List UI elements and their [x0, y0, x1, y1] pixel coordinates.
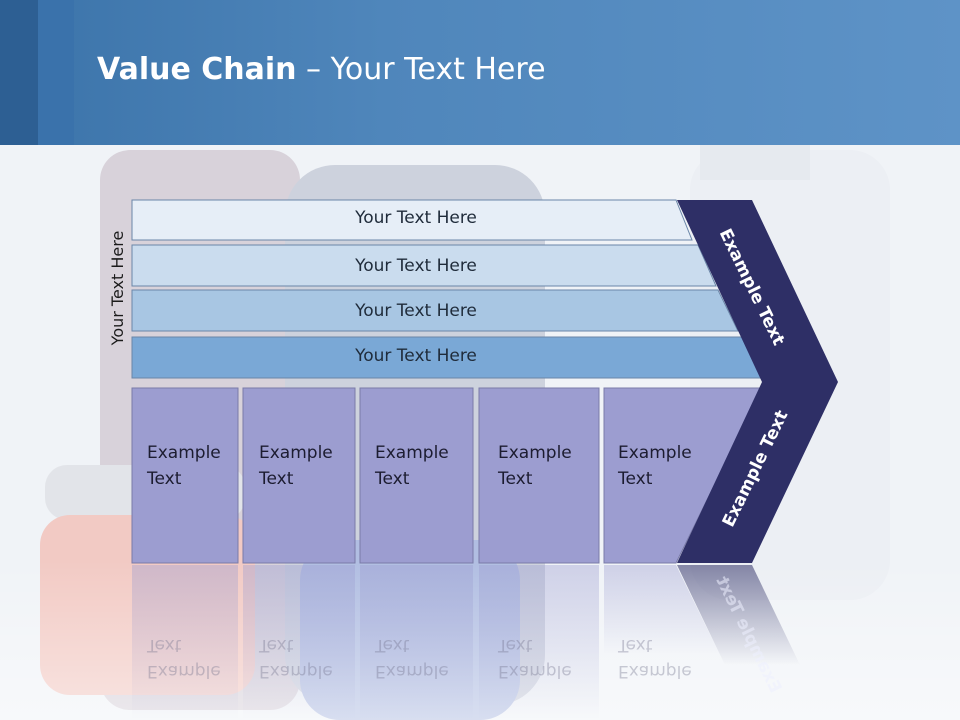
- header-band: [0, 0, 960, 145]
- box-reflection: [479, 565, 599, 720]
- box-label-line: Example: [259, 661, 333, 681]
- box-label-reflection: Example Text: [498, 632, 572, 684]
- box-label-line: Example: [618, 443, 692, 463]
- header-stripe: [0, 0, 38, 145]
- box-label-reflection: Example Text: [375, 632, 449, 684]
- box-label-line: Text: [259, 635, 294, 655]
- bar-3: [131, 289, 739, 332]
- box-label-line: Example: [147, 443, 221, 463]
- title-rest: – Your Text Here: [296, 52, 546, 87]
- box-1: [131, 387, 239, 564]
- box-2: [242, 387, 356, 564]
- box-label-reflection: Example Text: [259, 632, 333, 684]
- title-bold: Value Chain: [97, 52, 297, 87]
- box-reflection: [604, 565, 720, 655]
- bar-label: Your Text Here: [355, 208, 477, 228]
- header-stripe: [38, 0, 74, 145]
- box-reflection: [243, 565, 355, 720]
- box-label-line: Text: [498, 469, 533, 489]
- box-label-line: Text: [498, 635, 533, 655]
- box-label-reflection: Example Text: [618, 632, 692, 684]
- box-4: [478, 387, 600, 564]
- box-label-line: Example: [259, 443, 333, 463]
- box-label-line: Text: [375, 635, 410, 655]
- vertical-label: Your Text Here: [108, 230, 127, 346]
- box-label-line: Text: [618, 635, 653, 655]
- chevron-arrow: [677, 200, 838, 563]
- bar-2: [131, 244, 717, 287]
- box-label-line: Text: [147, 469, 182, 489]
- box-label-line: Example: [618, 661, 692, 681]
- box-label-line: Text: [375, 469, 410, 489]
- box-5: [603, 387, 763, 564]
- bar-label: Your Text Here: [355, 256, 477, 276]
- box-label-line: Example: [147, 661, 221, 681]
- bar-label: Your Text Here: [355, 346, 477, 366]
- box-label-line: Example: [498, 443, 572, 463]
- chevron-reflection: [677, 565, 800, 665]
- bar-1: [131, 199, 693, 241]
- box-label-reflection: Example Text: [147, 632, 221, 684]
- box-label-line: Example: [498, 661, 572, 681]
- box-reflection: [132, 565, 238, 720]
- box-3: [359, 387, 474, 564]
- box-label-line: Example: [375, 661, 449, 681]
- box-label-line: Text: [147, 635, 182, 655]
- bar-label: Your Text Here: [355, 301, 477, 321]
- slide-title: Value Chain – Your Text Here: [97, 52, 546, 87]
- box-label-line: Text: [618, 469, 653, 489]
- box-reflection: [360, 565, 473, 720]
- box-label-line: Example: [375, 443, 449, 463]
- box-label-line: Text: [259, 469, 294, 489]
